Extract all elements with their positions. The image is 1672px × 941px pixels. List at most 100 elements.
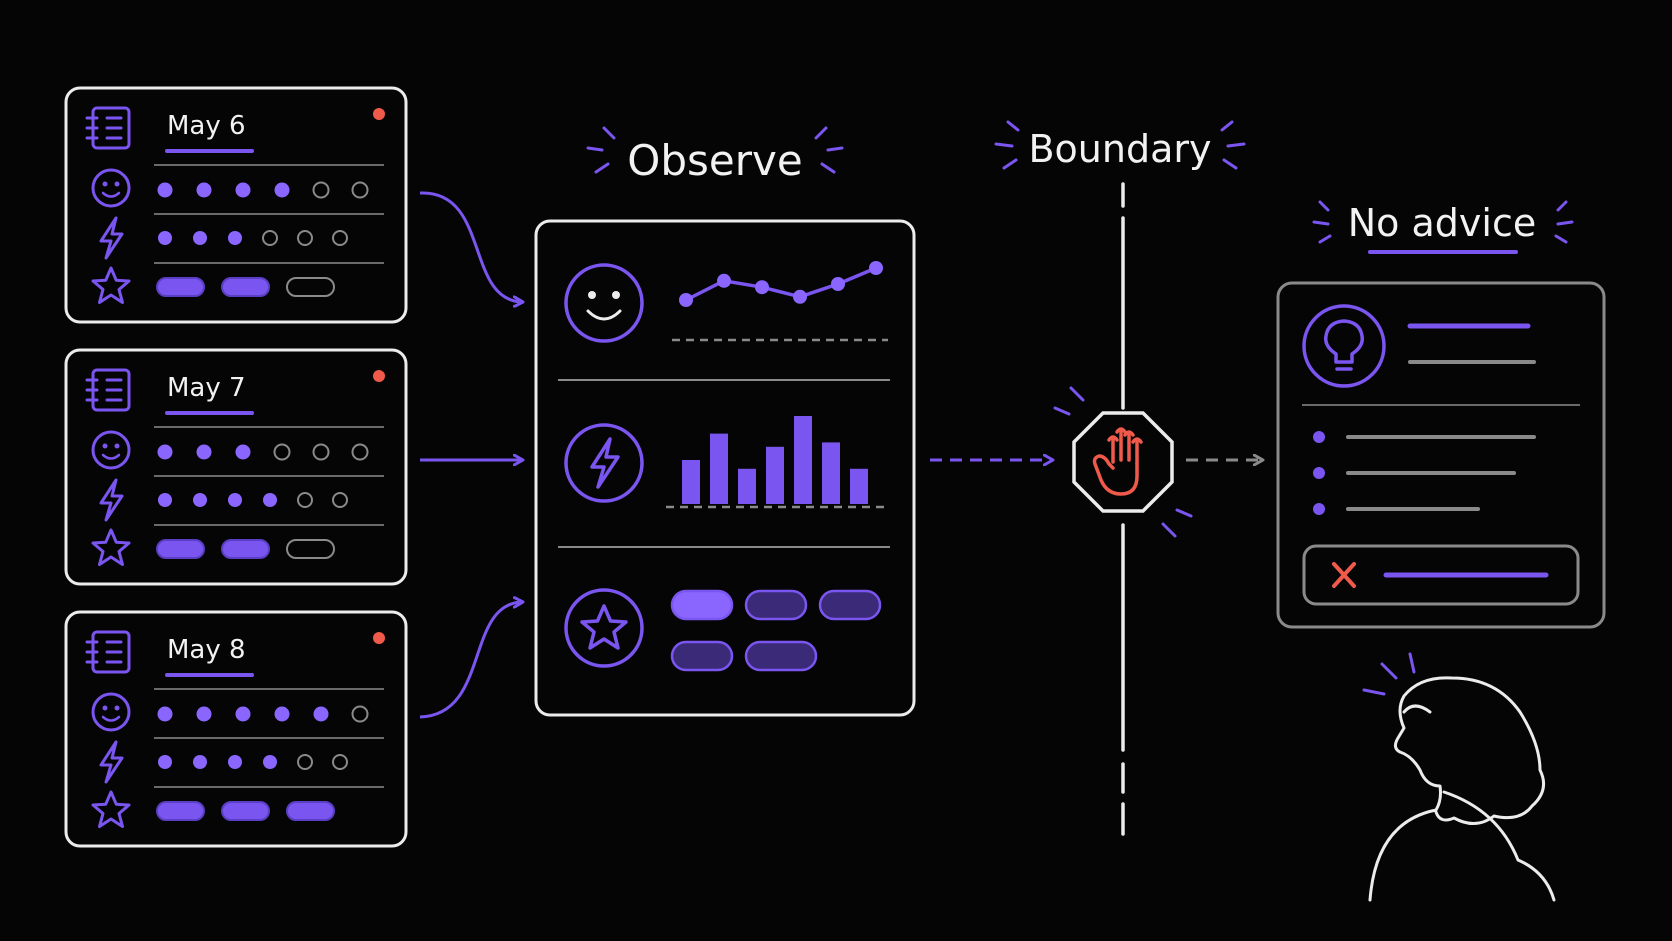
smiley-icon [91,430,131,470]
mood-dot [157,444,173,460]
energy-dot [228,493,242,507]
mood-dot [313,706,329,722]
smiley-icon [91,168,131,208]
energy-dot [332,754,348,770]
energy-dot [193,755,207,769]
entry-status-dot [373,370,385,382]
energy-dot [262,230,278,246]
journal-icon [85,630,131,674]
tag-pill [221,539,270,559]
tag-pill [221,801,270,821]
mood-dot [351,181,369,199]
mood-dot [235,182,251,198]
observe-title: Observe [627,136,802,185]
mood-dot [274,182,290,198]
summary-tag-pill [744,640,818,672]
energy-dot [158,231,172,245]
boundary-sparkles [994,120,1246,170]
summary-tag-pill [670,589,734,621]
entry-status-dot [373,108,385,120]
person-silhouette-icon [1362,652,1556,902]
energy-bar [822,442,840,504]
energy-dot [193,493,207,507]
energy-dot [332,230,348,246]
lightning-icon [99,740,124,784]
journal-icon [85,368,131,412]
mood-trend-point [869,261,883,275]
tag-pill [286,277,335,297]
energy-dot [263,755,277,769]
energy-dot [228,755,242,769]
energy-bar [682,460,700,504]
energy-bar [766,446,784,504]
tag-pill [221,277,270,297]
mood-trend-point [755,280,769,295]
tag-pill-summary [670,589,882,672]
star-icon [91,790,131,828]
energy-dot [158,755,172,769]
energy-dot [193,231,207,245]
energy-dot [263,493,277,507]
rejected-advice-row [1302,544,1580,606]
stop-hand-icon [1053,386,1193,538]
energy-bar [738,468,756,504]
energy-dot [158,493,172,507]
mood-dot [351,705,369,723]
energy-bar [710,433,728,504]
observe-sparkles [586,126,844,174]
star-icon [564,588,644,668]
energy-dot [228,231,242,245]
tag-pill [156,539,205,559]
lightning-icon [99,478,124,522]
journal-icon [85,106,131,150]
mood-dot [157,706,173,722]
entry-status-dot [373,632,385,644]
entry-date: May 6 [167,111,246,141]
mood-dot [196,444,212,460]
mood-dot [274,706,290,722]
entry-connectors [419,191,522,719]
journal-entries: May 6 May 7 May 8 [64,86,408,848]
mood-trend-line [685,266,877,302]
x-icon [1332,562,1356,588]
connector-arrow-bottom [419,602,522,719]
boundary-title: Boundary [1028,127,1211,171]
observe-panel [534,219,916,717]
no-advice-title: No advice [1348,201,1536,245]
boundary-section: Boundary [994,120,1246,836]
star-icon [91,266,131,304]
mood-trend-point [831,277,845,291]
lightning-icon [564,423,644,503]
energy-bar-chart [666,416,886,509]
entry-date: May 8 [167,635,246,665]
entry-date: May 7 [167,373,246,403]
entry-card: May 8 [64,610,408,848]
tag-pill [156,801,205,821]
mood-dot [312,443,330,461]
connector-arrow-top [419,191,522,302]
energy-dot [332,492,348,508]
energy-dot [297,492,313,508]
mood-dot [351,443,369,461]
advice-card [1276,281,1606,629]
lightning-icon [99,216,124,260]
mood-dot [235,444,251,460]
summary-tag-pill [670,640,734,672]
smiley-icon [91,692,131,732]
lightbulb-icon [1302,304,1386,388]
mood-trend-line-chart [672,261,888,342]
entry-card: May 6 [64,86,408,324]
smiley-icon [564,263,644,343]
energy-bar [794,416,812,504]
mood-dot [196,182,212,198]
mood-dot [273,443,291,461]
mood-dot [312,181,330,199]
energy-dot [297,754,313,770]
summary-tag-pill [818,589,882,621]
mood-trend-point [793,289,807,304]
observe-header: Observe [586,126,844,185]
mood-trend-point [679,293,693,307]
mood-trend-point [717,273,731,288]
mood-dot [235,706,251,722]
